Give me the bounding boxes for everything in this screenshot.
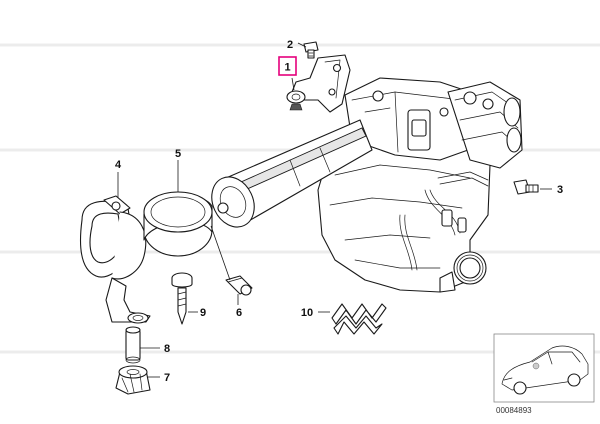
callout-1-highlight-box xyxy=(278,56,297,76)
part-6-bolt xyxy=(225,275,253,296)
callout-labels: 1 2 3 4 5 6 7 8 9 10 xyxy=(115,39,563,384)
part-5-sleeve xyxy=(143,191,213,257)
callout-6[interactable]: 6 xyxy=(236,307,242,319)
part-3-screw xyxy=(513,179,539,195)
callout-3[interactable]: 3 xyxy=(557,184,563,196)
hydraulic-unit-assembly xyxy=(317,77,523,293)
part-8-pin xyxy=(125,326,141,364)
callout-2[interactable]: 2 xyxy=(287,39,293,51)
part-10-clips xyxy=(331,303,387,335)
callout-5[interactable]: 5 xyxy=(175,148,181,160)
vehicle-thumbnail xyxy=(493,333,595,403)
thumbnail-frame xyxy=(493,333,595,403)
reference-number: 00084893 xyxy=(496,406,532,415)
part-7-mount xyxy=(115,365,151,395)
callout-9[interactable]: 9 xyxy=(200,307,206,319)
callout-1[interactable]: 1 xyxy=(284,62,290,74)
callout-10[interactable]: 10 xyxy=(301,307,313,319)
callout-7[interactable]: 7 xyxy=(164,372,170,384)
callout-8[interactable]: 8 xyxy=(164,343,170,355)
leader-lines xyxy=(117,42,552,378)
callout-4[interactable]: 4 xyxy=(115,159,122,171)
accumulator-cylinder xyxy=(211,119,373,228)
part-1-bracket xyxy=(286,54,351,113)
part-4-clamp xyxy=(79,195,151,324)
part-2-bolt xyxy=(303,41,319,59)
part-9-screw xyxy=(171,272,193,325)
